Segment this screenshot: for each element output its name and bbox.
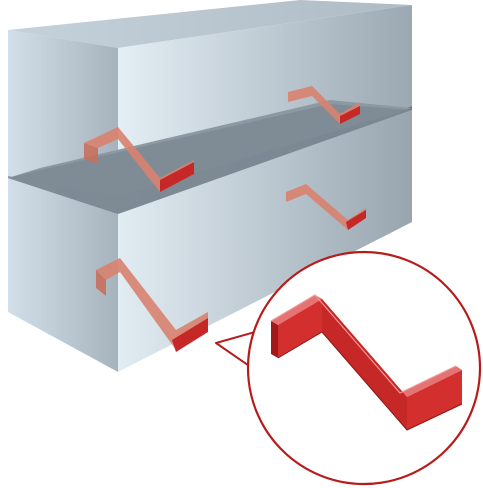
lower-block-side xyxy=(8,178,118,372)
lower-block xyxy=(8,100,412,372)
clip-upper-left xyxy=(84,127,194,192)
upper-block-top xyxy=(8,0,412,48)
lower-block-upper-face xyxy=(8,104,412,214)
clip-lower-right xyxy=(286,184,366,230)
callout xyxy=(215,250,482,486)
clip-upper-right xyxy=(288,86,360,124)
clip-lower-left xyxy=(96,258,208,352)
lower-block-front xyxy=(118,110,412,372)
zoomed-clip xyxy=(270,294,463,431)
